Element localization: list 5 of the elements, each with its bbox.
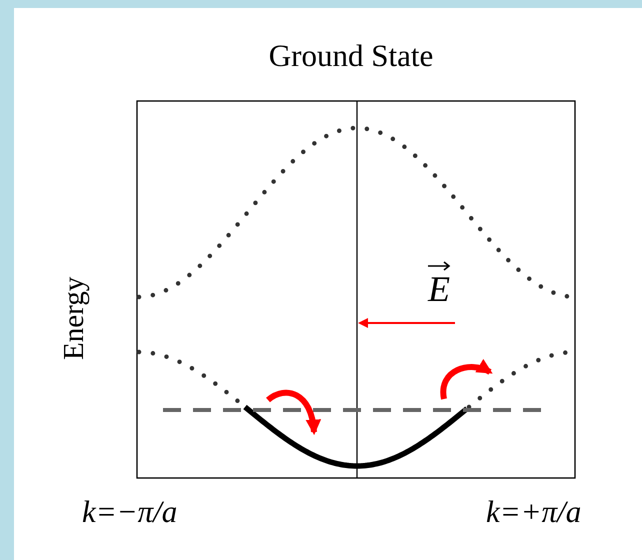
axis-label: Energy [58,276,91,360]
axis-tick-label: k=+π/a [486,494,582,530]
field-label: E [428,268,450,310]
title: Ground State [268,38,434,74]
axis-tick-label: k=−π/a [82,494,178,530]
